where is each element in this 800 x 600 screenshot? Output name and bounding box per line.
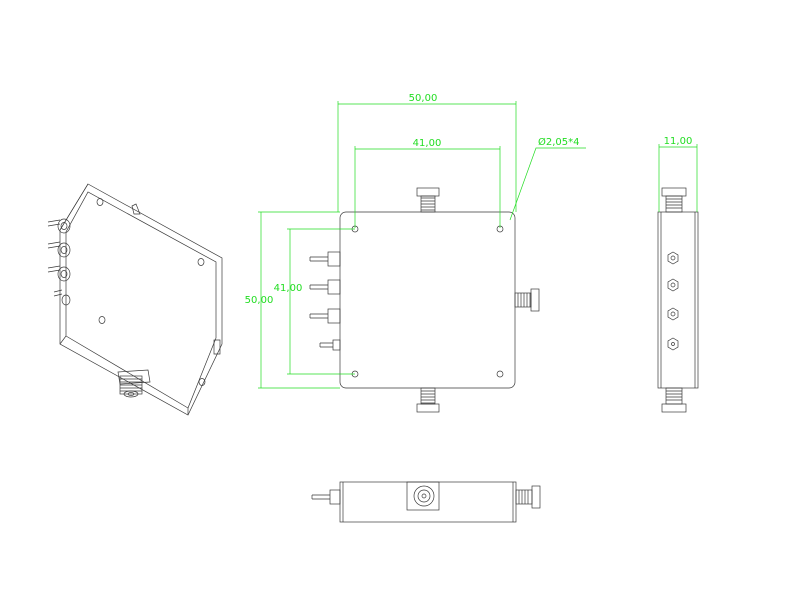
dim-hole-spacing-y: 41,00 xyxy=(274,283,303,294)
bottom-view xyxy=(311,481,541,523)
pin-connector xyxy=(309,308,341,324)
side-hex-nut xyxy=(667,307,679,321)
pin-connector xyxy=(309,279,341,295)
dim-hole-spacing-x: 41,00 xyxy=(413,138,442,149)
iso-side-connector xyxy=(53,289,71,306)
sma-connector-bottom xyxy=(416,387,440,413)
dim-top-width: 50,00 xyxy=(409,93,438,104)
pin-connector xyxy=(309,251,341,267)
dim-left-height: 50,00 xyxy=(245,295,274,306)
pin-connector xyxy=(319,339,341,351)
side-hex-nut xyxy=(667,337,679,351)
iso-side-connector xyxy=(47,265,71,282)
side-hex-nut xyxy=(667,278,679,292)
front-dimension-lines xyxy=(258,101,586,389)
dim-side-thickness: 11,00 xyxy=(664,136,693,147)
iso-side-connector xyxy=(47,218,71,234)
side-dimension-lines xyxy=(658,144,698,212)
iso-sma-connector xyxy=(117,369,151,398)
sma-connector-top xyxy=(416,187,440,213)
front-view: 50,00 41,00 Ø2,05*4 41,00 50,00 xyxy=(245,93,586,413)
dim-hole-callout: Ø2,05*4 xyxy=(538,136,580,148)
side-view: 11,00 xyxy=(657,136,699,413)
iso-side-connector xyxy=(47,241,71,258)
isometric-view xyxy=(47,183,223,416)
side-hex-nut xyxy=(667,251,679,265)
mounting-hole xyxy=(496,370,504,378)
sma-connector-right xyxy=(514,288,540,312)
